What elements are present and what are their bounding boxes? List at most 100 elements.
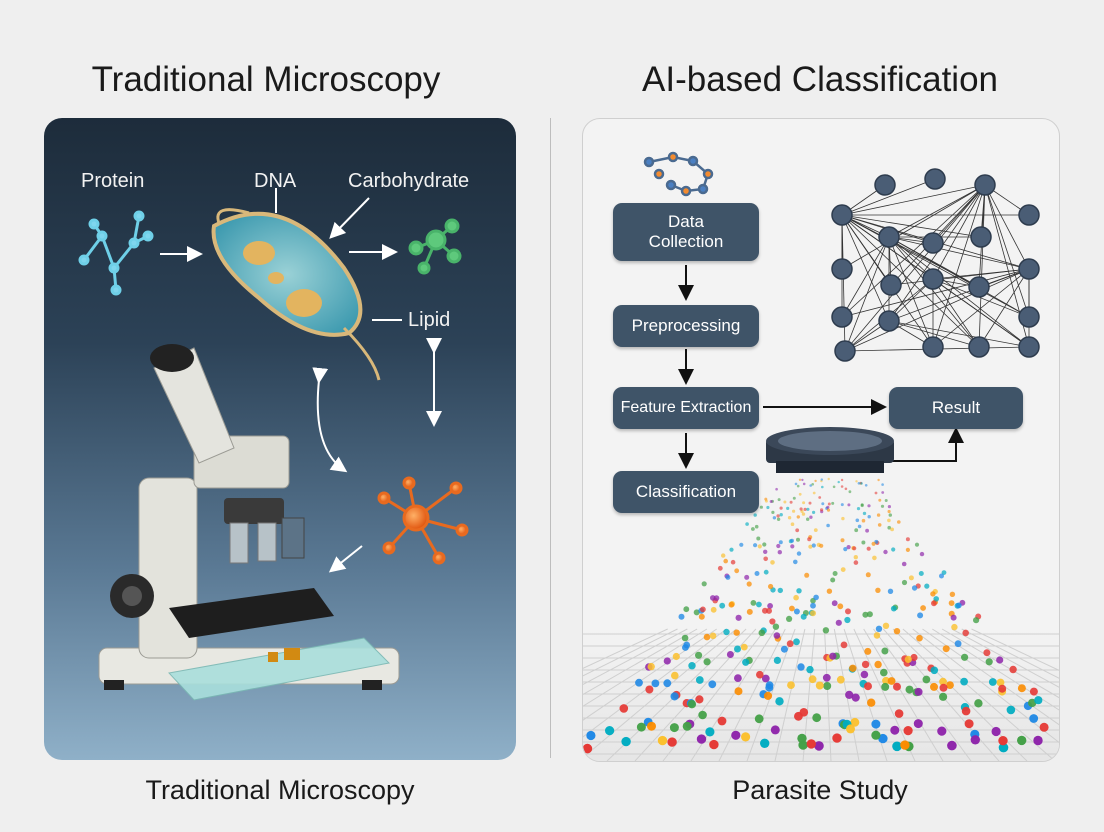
data-particle — [1039, 722, 1049, 732]
grid-line — [912, 628, 1059, 744]
data-particle — [786, 506, 790, 510]
network-edge — [888, 184, 986, 322]
grid-line — [583, 628, 698, 696]
network-edge — [932, 268, 1030, 348]
data-particle — [829, 652, 837, 660]
network-node — [831, 306, 853, 328]
lipid-molecule-icon — [377, 476, 469, 565]
data-particle — [845, 608, 851, 615]
data-particle — [961, 653, 969, 661]
data-particle — [695, 695, 704, 704]
data-particle — [901, 561, 907, 567]
network-edge — [888, 320, 980, 348]
data-particle — [983, 649, 991, 657]
data-particle — [860, 503, 864, 508]
data-particle — [849, 664, 857, 672]
data-particle — [651, 679, 660, 688]
traditional-microscopy-panel: Protein DNA Carbohydrate Lipid — [44, 118, 516, 760]
data-particle — [802, 501, 806, 505]
grid-line — [583, 628, 678, 677]
network-edge — [978, 184, 986, 348]
data-particle — [765, 681, 774, 690]
data-particle — [832, 733, 842, 743]
network-edge — [888, 236, 1030, 348]
data-particle — [698, 710, 707, 720]
data-particle — [840, 503, 844, 507]
data-particle — [787, 681, 795, 689]
data-particle — [693, 609, 700, 616]
arrow-lipid-microscope — [328, 545, 363, 573]
data-particle — [773, 656, 781, 665]
data-particle — [810, 602, 816, 609]
data-particle — [790, 544, 795, 549]
data-particle — [1029, 687, 1038, 696]
network-edge — [888, 236, 1030, 270]
data-particle — [703, 633, 711, 641]
data-particle — [949, 591, 956, 597]
grid-line — [873, 628, 972, 761]
data-particle — [933, 596, 939, 602]
data-particle — [831, 501, 835, 505]
data-particle — [806, 517, 810, 521]
data-particle — [835, 619, 842, 626]
data-particle — [731, 730, 741, 740]
data-particle — [683, 606, 690, 613]
data-particle — [877, 478, 880, 482]
data-particle — [789, 605, 795, 612]
network-node — [970, 226, 992, 248]
network-edge — [841, 214, 846, 352]
data-particle — [890, 527, 894, 532]
data-particle — [881, 491, 885, 494]
data-particle — [882, 622, 890, 629]
data-particle — [939, 692, 948, 701]
data-particle — [882, 676, 890, 685]
data-particle — [937, 726, 947, 736]
data-particle — [753, 543, 758, 548]
data-particle — [621, 736, 631, 747]
data-particle — [939, 677, 947, 686]
network-node — [968, 276, 990, 298]
data-particle — [725, 574, 731, 580]
data-particle — [873, 632, 881, 639]
data-particle — [853, 560, 859, 565]
data-particle — [811, 483, 814, 486]
parasite-cell-icon — [211, 208, 381, 381]
grid-line — [662, 628, 767, 761]
data-particle — [862, 511, 867, 516]
step-feature-extraction: Feature Extraction — [613, 387, 759, 429]
data-particle — [717, 565, 723, 571]
data-particle — [735, 614, 742, 621]
data-particle — [793, 559, 798, 565]
data-particle — [954, 640, 962, 648]
data-particle — [847, 503, 851, 507]
data-particle — [891, 547, 896, 552]
network-edge — [888, 236, 934, 348]
data-particle — [796, 551, 802, 556]
network-edge — [932, 184, 986, 280]
data-particle — [647, 721, 656, 731]
data-particle — [790, 538, 794, 543]
data-particle — [740, 643, 748, 651]
data-particle — [931, 600, 937, 607]
data-particle — [671, 671, 679, 680]
data-particle — [763, 549, 768, 554]
data-particle — [890, 725, 900, 735]
neural-network-icon — [831, 168, 1040, 362]
data-particle — [818, 496, 822, 499]
grid-line — [961, 628, 1059, 679]
data-particle — [888, 513, 892, 517]
data-particle — [1029, 714, 1039, 723]
data-particle — [876, 513, 881, 517]
data-particle — [717, 716, 727, 726]
data-particle — [762, 542, 767, 547]
data-particle — [840, 485, 844, 488]
data-particle — [821, 485, 824, 489]
data-particle — [808, 544, 813, 549]
data-particle — [767, 603, 773, 609]
data-particle — [822, 627, 830, 634]
data-particle — [787, 516, 792, 520]
data-particle — [865, 528, 869, 533]
data-particle — [746, 581, 752, 587]
data-particle — [777, 498, 781, 502]
data-particle — [826, 505, 830, 509]
